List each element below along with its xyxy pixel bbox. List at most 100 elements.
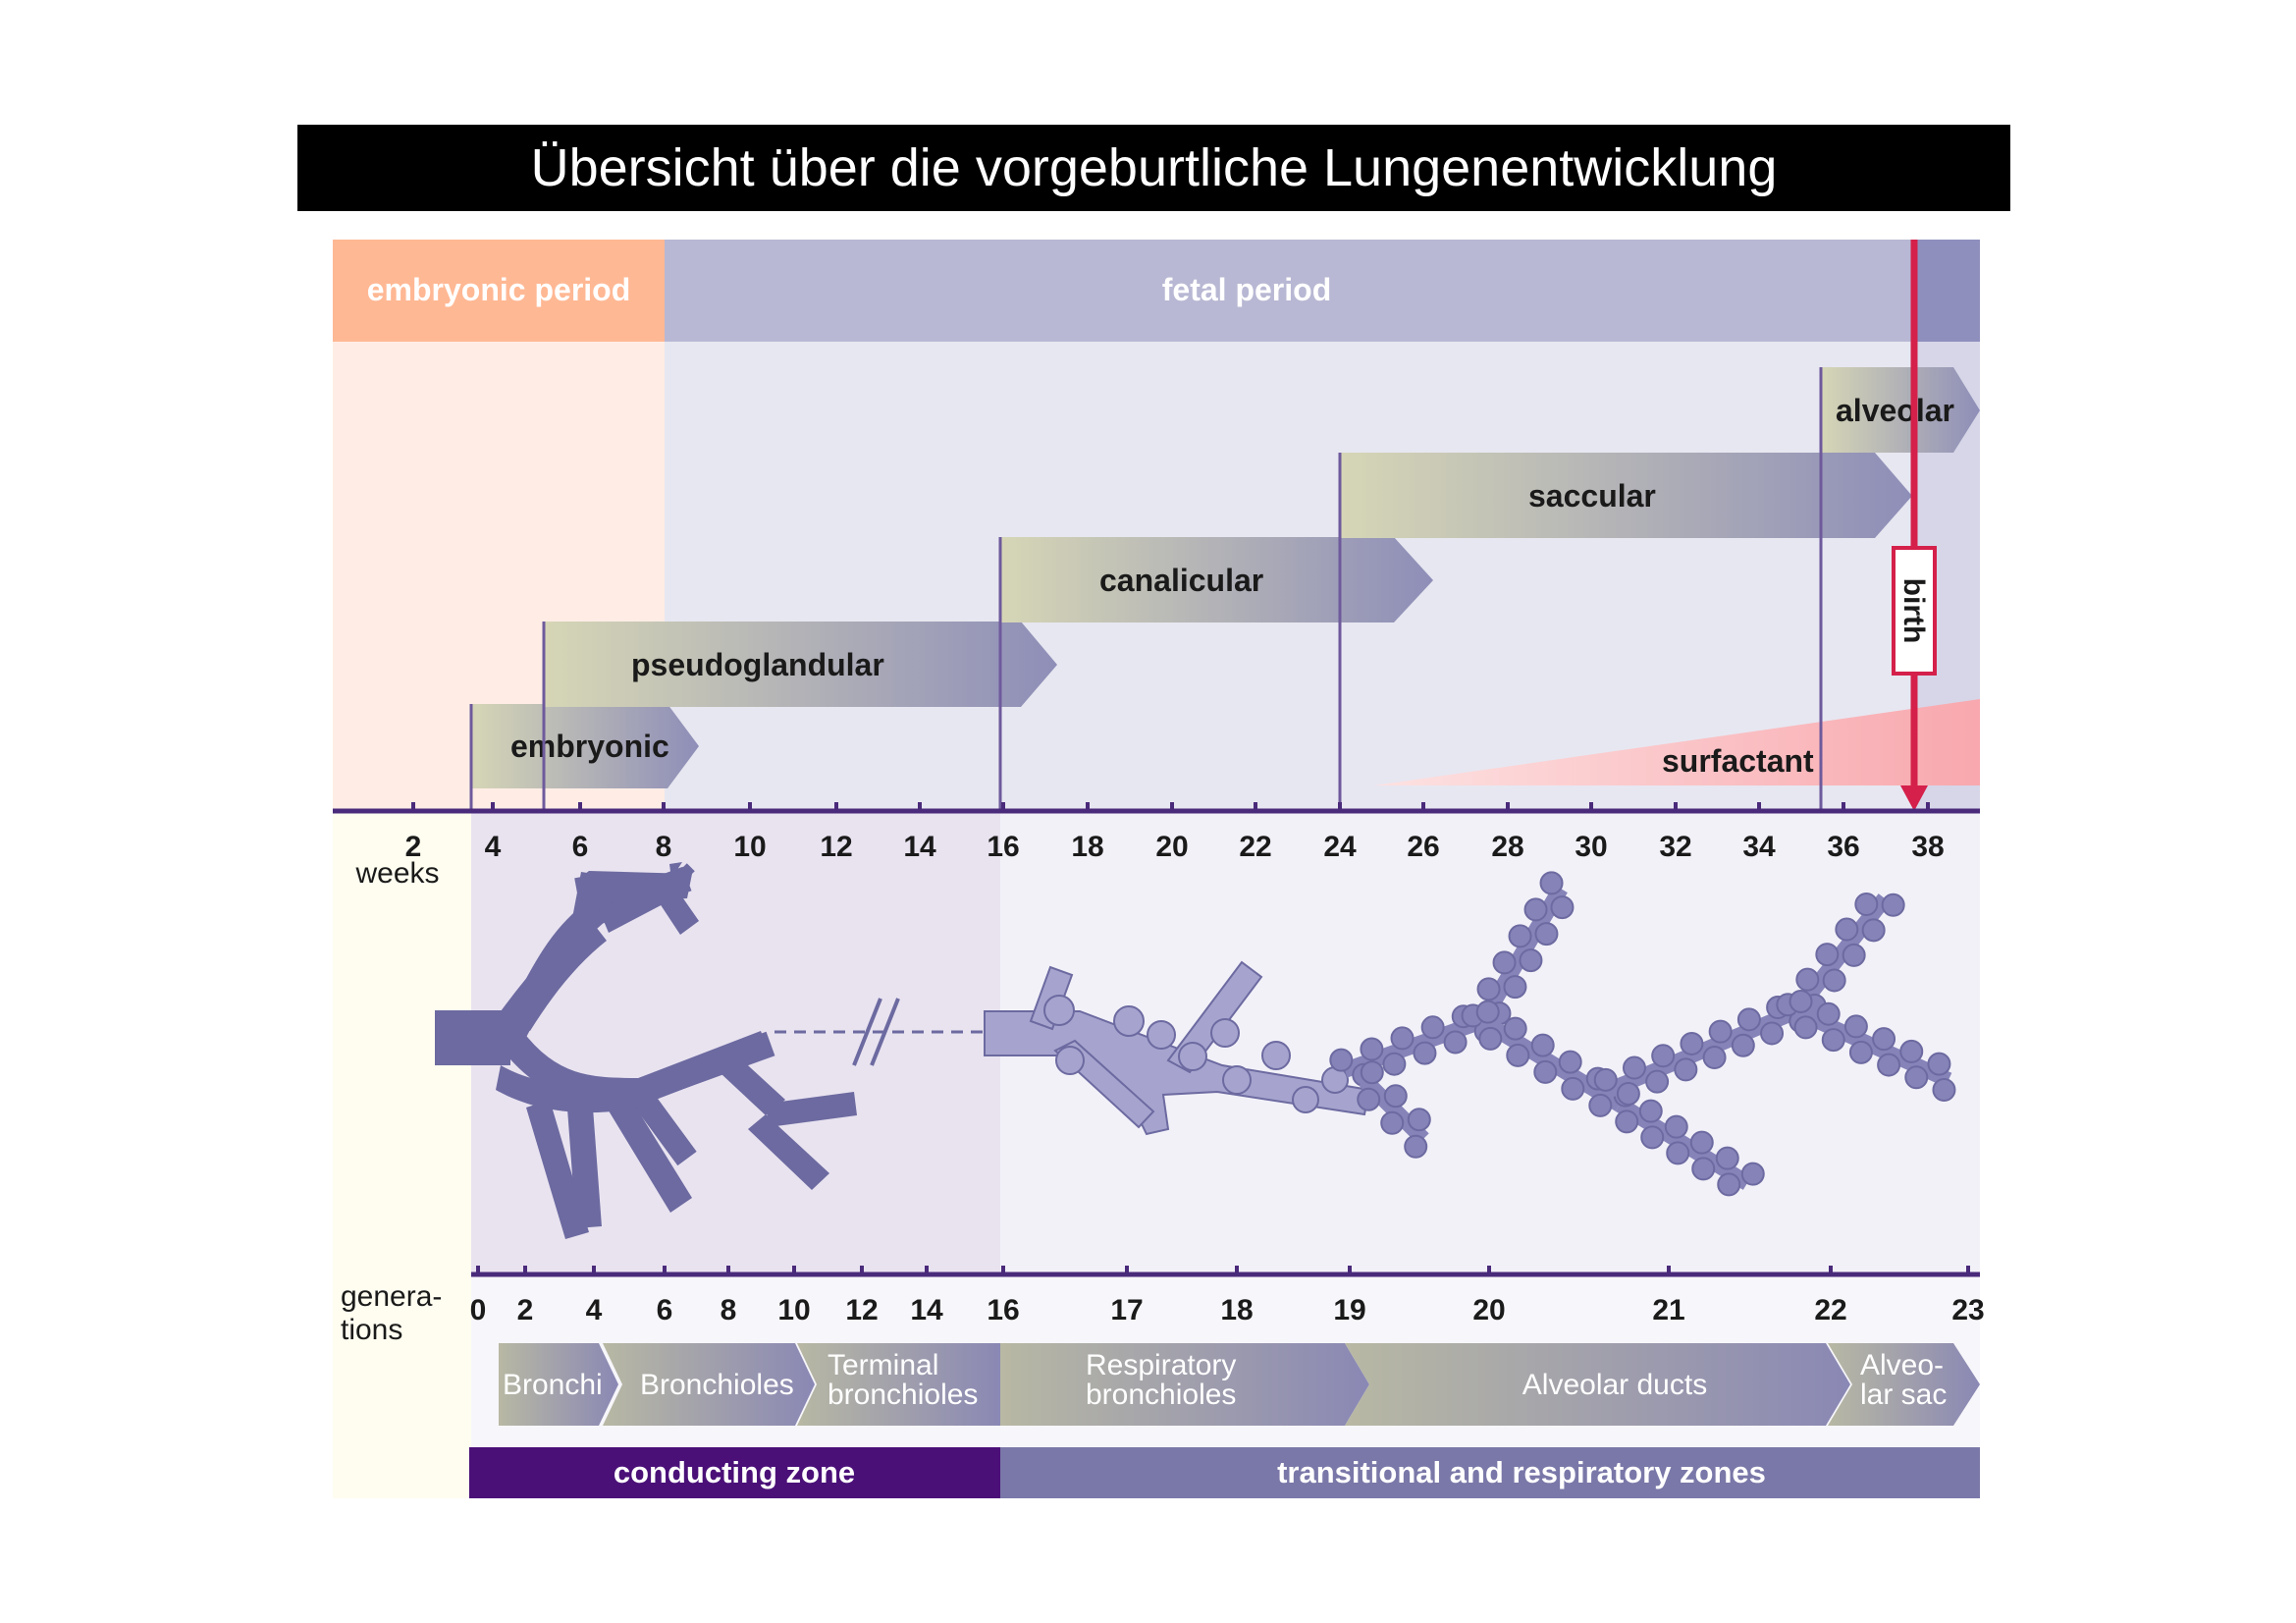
alveolus-bump bbox=[1382, 1052, 1407, 1076]
alveolus-bump bbox=[1680, 1031, 1704, 1055]
alveolus-bump bbox=[1503, 1016, 1527, 1041]
bronchial-tree-branches bbox=[435, 862, 857, 1239]
alveolus-bump bbox=[1533, 1059, 1558, 1084]
stage-arrow-alveolar bbox=[1821, 367, 1980, 453]
generation-tick-label: 10 bbox=[777, 1294, 810, 1326]
alveolus-bump bbox=[1932, 1078, 1956, 1103]
weeks-tick-label: 36 bbox=[1827, 831, 1859, 863]
generation-tick-label: 8 bbox=[721, 1294, 737, 1326]
alveolus-bump bbox=[1383, 1084, 1408, 1109]
airway-label-respiratory-line2: bronchioles bbox=[1086, 1379, 1236, 1411]
alveolus-bump bbox=[1329, 1048, 1354, 1072]
alveolus-bump bbox=[1674, 1057, 1698, 1082]
alveolus-bump bbox=[1843, 1014, 1868, 1039]
alveolus-bump bbox=[1702, 1046, 1727, 1070]
generation-tick-label: 6 bbox=[657, 1294, 673, 1326]
weeks-tick-label: 10 bbox=[733, 831, 766, 863]
generation-tick-label: 21 bbox=[1652, 1294, 1684, 1326]
alveolus-bump bbox=[1503, 975, 1527, 1000]
weeks-tick-label: 2 bbox=[405, 831, 422, 863]
surfactant-label: surfactant bbox=[1662, 743, 1814, 779]
alveolus-bump bbox=[1593, 1067, 1618, 1092]
alveolus-bump bbox=[1736, 1007, 1761, 1032]
alveolus-bump bbox=[1815, 943, 1840, 967]
alveolus-bump bbox=[1616, 1081, 1640, 1106]
gap-mark-2 bbox=[870, 998, 900, 1066]
fetal-period-bar bbox=[665, 240, 1980, 342]
airway-label-alveolar-sac-line1: Alveo- bbox=[1860, 1349, 1944, 1381]
alveolus-bump bbox=[1881, 893, 1905, 917]
alveolus-bump bbox=[1561, 1076, 1585, 1101]
alveolus-bump bbox=[1508, 924, 1532, 948]
weeks-tick-label: 30 bbox=[1575, 831, 1607, 863]
airway-label-bronchi: Bronchi bbox=[503, 1369, 603, 1401]
alveolus-bump bbox=[1357, 1087, 1381, 1111]
generation-tick-label: 12 bbox=[845, 1294, 878, 1326]
alveolus-bump bbox=[1717, 1172, 1741, 1197]
stage-arrow-embryonic bbox=[471, 704, 699, 788]
alveolus-bump bbox=[1380, 1110, 1405, 1135]
generation-tick-label: 17 bbox=[1110, 1294, 1143, 1326]
alveolus-bump bbox=[1492, 950, 1517, 975]
alveolus-bump bbox=[1848, 1040, 1873, 1064]
alveolus-bump bbox=[1360, 1037, 1384, 1061]
stage-arrow-pseudoglandular bbox=[544, 622, 1057, 707]
weeks-tick-label: 14 bbox=[903, 831, 936, 863]
alveolus-bump bbox=[1927, 1052, 1951, 1076]
generation-tick-label: 22 bbox=[1814, 1294, 1846, 1326]
weeks-tick-label: 34 bbox=[1742, 831, 1776, 863]
airway-arrow-bronchioles bbox=[603, 1343, 815, 1426]
generation-tick-label: 19 bbox=[1333, 1294, 1365, 1326]
alveolus-bump bbox=[1835, 917, 1859, 942]
airway-arrow-alveolar-sac bbox=[1828, 1343, 1980, 1426]
alveolus-bump bbox=[1588, 1093, 1613, 1117]
generation-tick-label: 18 bbox=[1220, 1294, 1253, 1326]
alveolus-bump bbox=[1877, 1053, 1901, 1077]
airway-label-bronchioles: Bronchioles bbox=[640, 1369, 794, 1401]
airway-arrow-terminal bbox=[797, 1343, 1000, 1426]
generations-label-background bbox=[333, 811, 471, 1498]
alveolus-bump bbox=[1534, 922, 1559, 947]
generation-tick-label: 0 bbox=[470, 1294, 487, 1326]
weeks-tick-label: 28 bbox=[1491, 831, 1523, 863]
generation-tick-label: 14 bbox=[910, 1294, 943, 1326]
generation-tick-label: 16 bbox=[987, 1294, 1019, 1326]
stage-label-embryonic: embryonic bbox=[510, 729, 669, 764]
alveolus-bump bbox=[1645, 1069, 1670, 1094]
alveolus-bump bbox=[1899, 1039, 1924, 1063]
alveolus-bump bbox=[1360, 1060, 1384, 1085]
surfactant-wedge bbox=[1374, 699, 1980, 785]
embryonic-period-label: embryonic period bbox=[367, 272, 631, 307]
transitional-zone-label: transitional and respiratory zones bbox=[1277, 1455, 1766, 1489]
generations-label-line1: genera- bbox=[341, 1280, 442, 1313]
weeks-tick-label: 38 bbox=[1911, 831, 1944, 863]
alveolus-bump bbox=[1413, 1041, 1437, 1065]
generations-label-line2: tions bbox=[341, 1314, 402, 1346]
birth-box bbox=[1892, 546, 1937, 676]
airway-label-respiratory-line1: Respiratory bbox=[1086, 1349, 1236, 1381]
alveolus-bump bbox=[1550, 895, 1575, 920]
stage-arrow-saccular bbox=[1340, 453, 1912, 538]
airway-arrow-bronchi bbox=[499, 1343, 618, 1426]
alveolus-bump bbox=[1638, 1099, 1663, 1123]
alveolus-bump bbox=[1861, 918, 1886, 943]
postbirth-period-bar bbox=[1914, 240, 1980, 342]
stage-arrow-canalicular bbox=[1000, 537, 1433, 622]
alveolus-bump bbox=[1854, 892, 1879, 916]
weeks-tick-label: 12 bbox=[820, 831, 852, 863]
alveolus-bump bbox=[1795, 967, 1820, 992]
weeks-tick-label: 24 bbox=[1323, 831, 1357, 863]
transitional-zone-bar bbox=[1000, 1447, 1980, 1498]
alveolus-bump bbox=[1872, 1027, 1896, 1052]
alveolus-bump bbox=[1539, 871, 1564, 895]
alveolus-bump bbox=[1651, 1044, 1676, 1068]
alveolus-bump bbox=[1691, 1157, 1716, 1181]
airway-arrow-alveolar-ducts bbox=[1345, 1343, 1850, 1426]
alveolus-bump bbox=[1789, 989, 1813, 1013]
alveolus-bump bbox=[1731, 1033, 1755, 1057]
weeks-tick-label: 8 bbox=[656, 831, 672, 863]
alveolar-duct-branch bbox=[1789, 893, 1892, 1016]
alveolus-bump bbox=[1793, 1015, 1818, 1040]
